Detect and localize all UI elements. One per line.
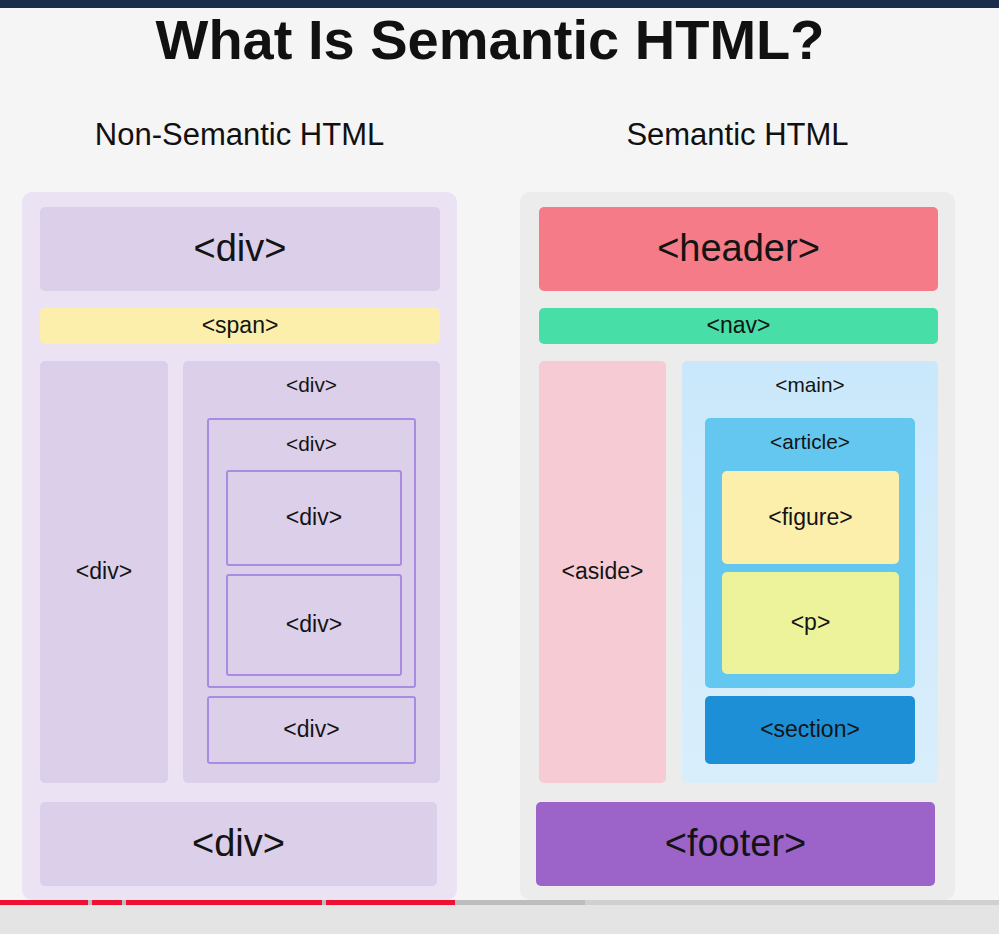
tag-label: <figure> bbox=[768, 504, 852, 532]
progress-buffer bbox=[0, 900, 585, 905]
div-box: <div> bbox=[226, 470, 402, 566]
tag-label: <div> bbox=[286, 611, 342, 639]
tag-label: <article> bbox=[705, 430, 915, 455]
tag-label: <p> bbox=[791, 609, 831, 637]
tag-label: <div> bbox=[209, 432, 414, 457]
p-box: <p> bbox=[722, 572, 899, 674]
progress-segment bbox=[326, 900, 455, 905]
tag-label: <div> bbox=[283, 716, 339, 744]
div-box: <div> bbox=[40, 802, 437, 886]
tag-label: <header> bbox=[657, 226, 820, 272]
article-box: <article> <figure> <p> bbox=[705, 418, 915, 688]
section-box: <section> bbox=[705, 696, 915, 764]
span-box: <span> bbox=[40, 308, 440, 344]
main-box: <main> <article> <figure> <p> <section> bbox=[682, 361, 938, 783]
nav-box: <nav> bbox=[539, 308, 938, 344]
tag-label: <div> bbox=[194, 226, 287, 272]
tag-label: <section> bbox=[760, 716, 860, 744]
tag-label: <nav> bbox=[707, 312, 771, 340]
player-strip bbox=[0, 905, 999, 934]
div-box: <div> bbox=[207, 696, 416, 764]
tag-label: <div> bbox=[192, 821, 285, 867]
progress-segment bbox=[92, 900, 122, 905]
tag-label: <div> bbox=[76, 558, 132, 586]
page-title: What Is Semantic HTML? bbox=[0, 6, 980, 73]
div-box: <div> <div> <div> bbox=[207, 418, 416, 688]
semantic-panel bbox=[520, 192, 955, 900]
tag-label: <main> bbox=[682, 373, 938, 398]
div-box: <div> <div> <div> <div> <div> bbox=[183, 361, 440, 783]
top-bar bbox=[0, 0, 999, 8]
footer-box: <footer> bbox=[536, 802, 935, 886]
progress-segment bbox=[0, 900, 88, 905]
div-box: <div> bbox=[40, 207, 440, 291]
tag-label: <div> bbox=[286, 504, 342, 532]
panel-heading: Semantic HTML bbox=[520, 116, 955, 153]
progress-segment bbox=[126, 900, 322, 905]
header-box: <header> bbox=[539, 207, 938, 291]
tag-label: <span> bbox=[202, 312, 279, 340]
div-box: <div> bbox=[40, 361, 168, 783]
tag-label: <aside> bbox=[562, 558, 644, 586]
tag-label: <footer> bbox=[665, 821, 807, 867]
div-box: <div> bbox=[226, 574, 402, 676]
tag-label: <div> bbox=[183, 373, 440, 398]
aside-box: <aside> bbox=[539, 361, 666, 783]
non-semantic-panel bbox=[22, 192, 457, 900]
panel-heading: Non-Semantic HTML bbox=[22, 116, 457, 153]
figure-box: <figure> bbox=[722, 471, 899, 564]
progress-track bbox=[0, 900, 999, 905]
